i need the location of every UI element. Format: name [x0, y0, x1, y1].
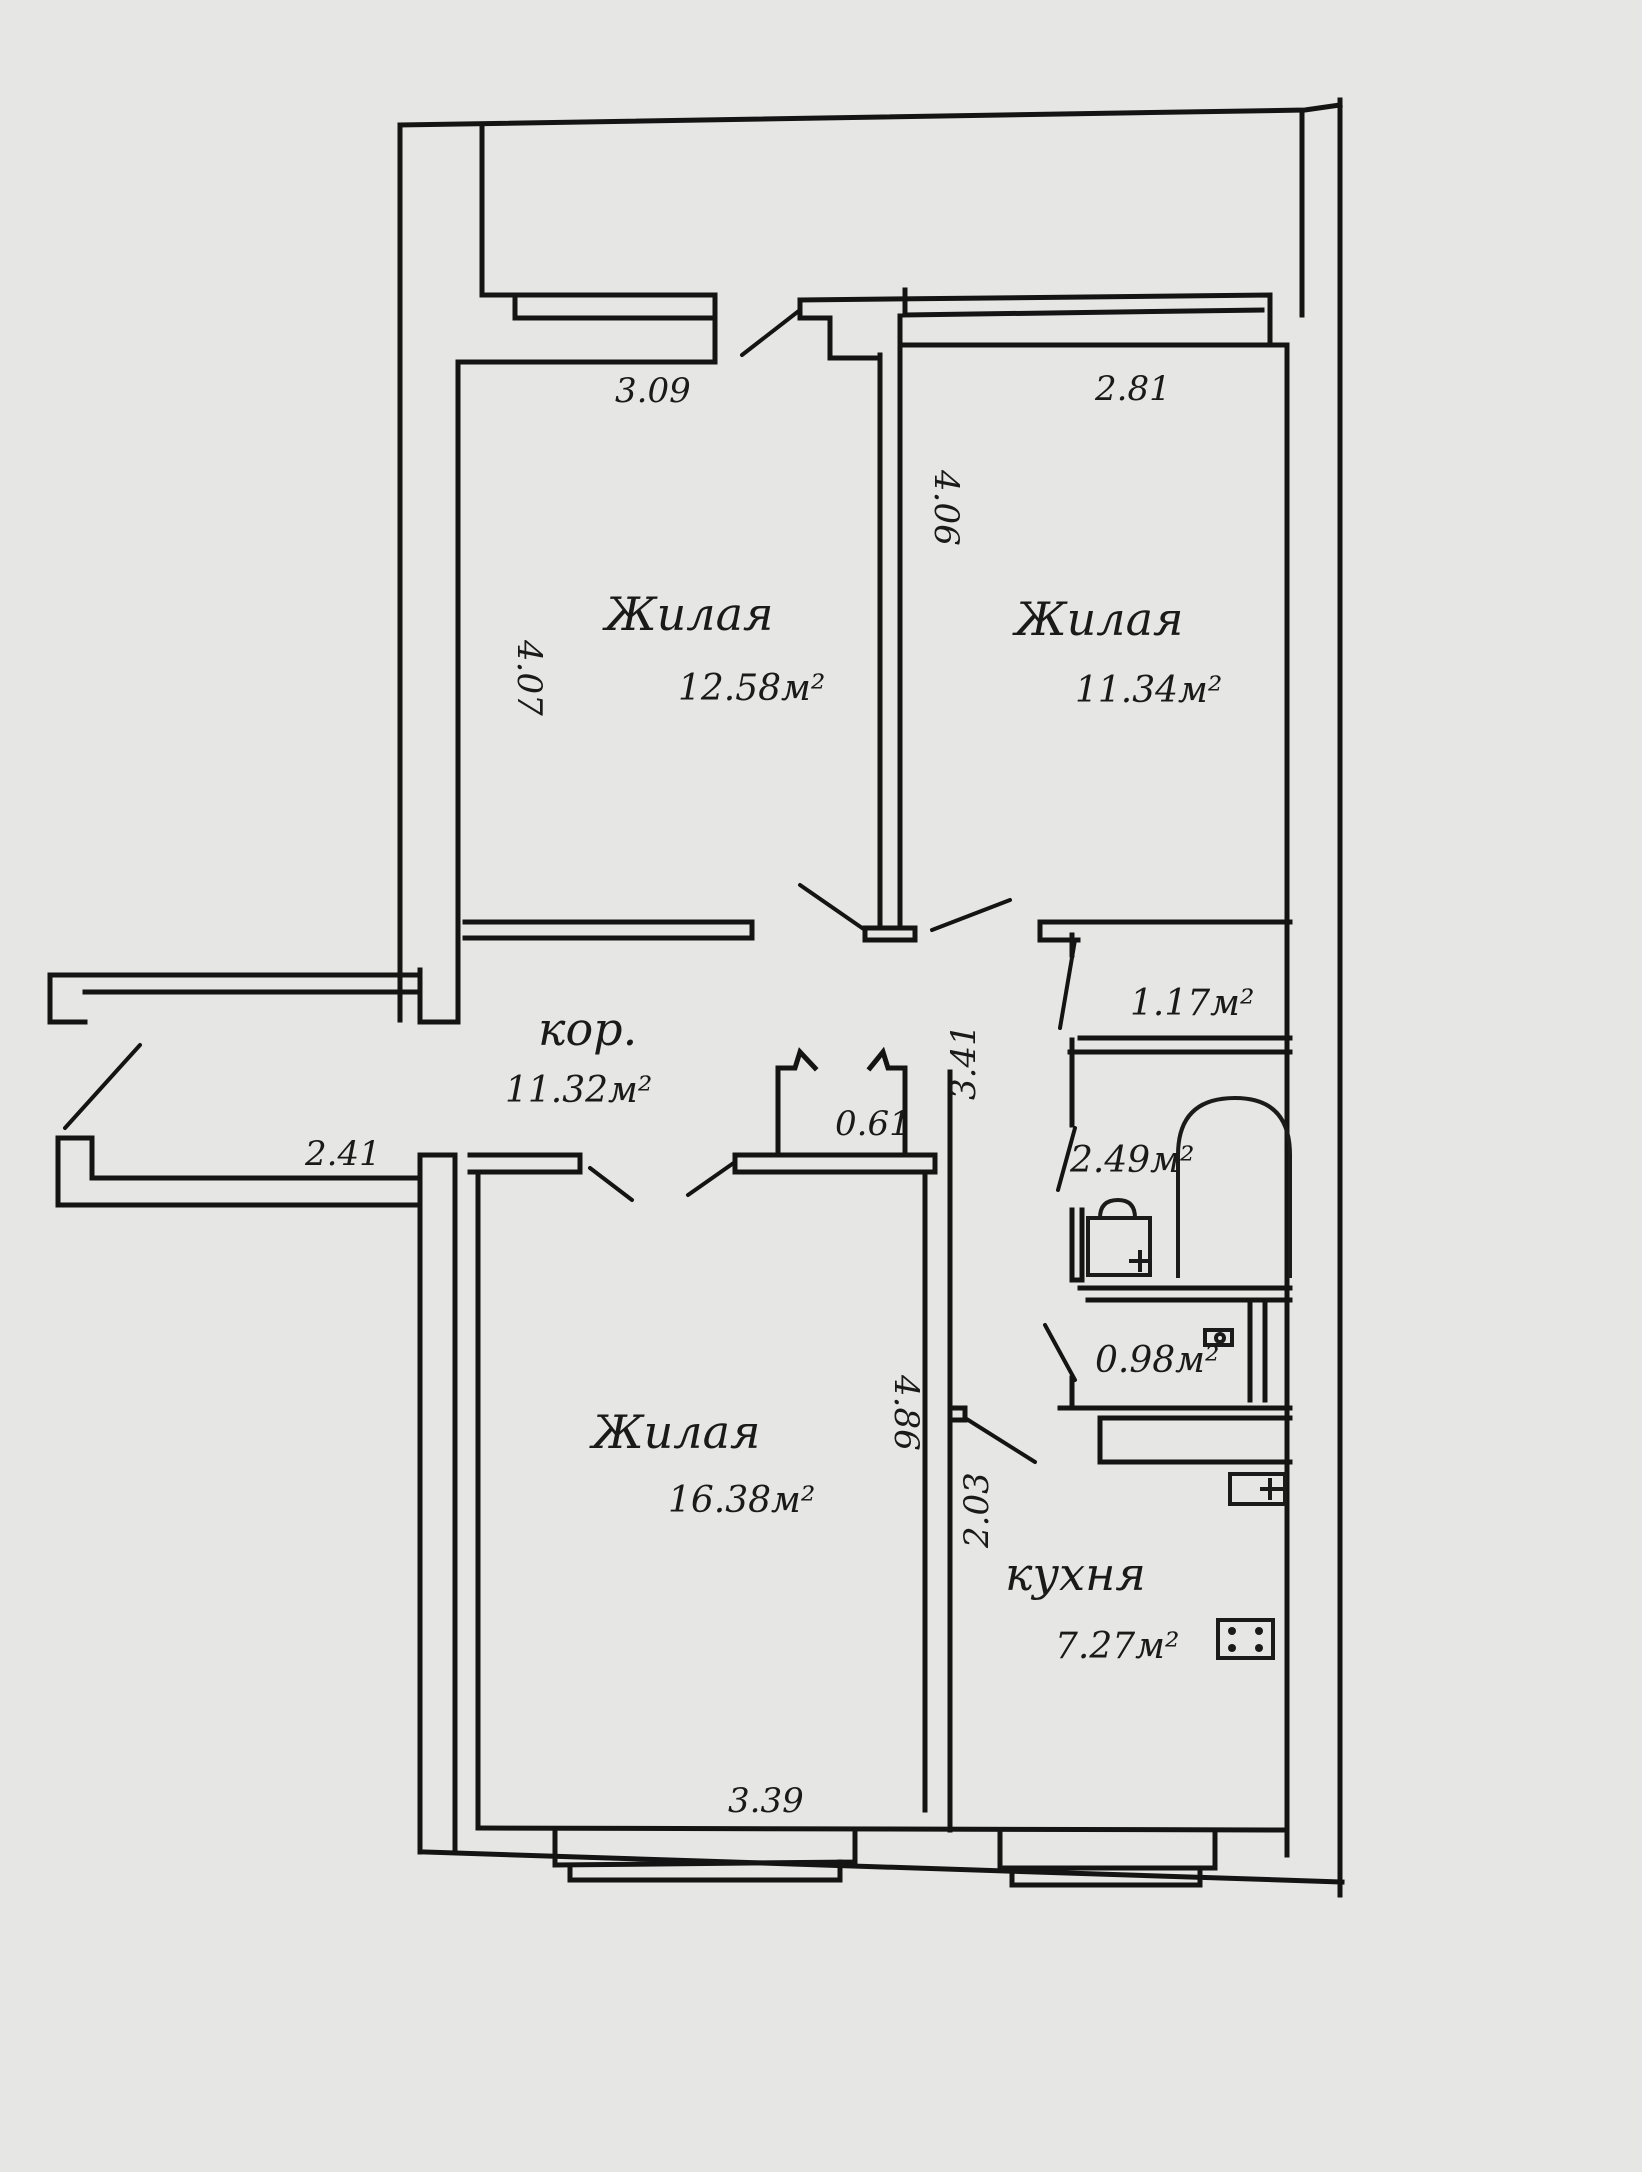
bathtub-icon [1176, 1095, 1292, 1278]
stove-icon [1216, 1618, 1275, 1660]
dimension-kitchen-side: 2.03 [957, 1472, 997, 1549]
room-name-living-top-right: Жилая [1012, 592, 1183, 646]
room-area-living-bottom: 16.38м² [668, 1480, 815, 1521]
room-name-living-top-left: Жилая [602, 587, 773, 641]
dimension-niche-width: 0.61 [835, 1104, 911, 1144]
washbasin-icon [1086, 1197, 1152, 1277]
room-area-corridor: 11.32м² [505, 1070, 652, 1111]
dimension-bottom-width: 3.39 [728, 1781, 804, 1821]
walls [47, 97, 1345, 1898]
room-area-toilet: 0.98м² [1095, 1340, 1219, 1381]
dimension-corridor-width: 2.41 [304, 1134, 381, 1174]
room-area-living-top-right: 11.34м² [1075, 670, 1222, 711]
toilet-icon [1203, 1328, 1234, 1347]
room-name-living-bottom: Жилая [589, 1405, 760, 1459]
door-swings [63, 308, 1077, 1464]
dimension-top-right-height: 4.06 [926, 469, 966, 546]
dimension-top-right-width: 2.81 [1094, 369, 1171, 409]
room-area-kitchen: 7.27м² [1055, 1626, 1179, 1667]
room-area-living-top-left: 12.58м² [678, 668, 825, 709]
sink-icon [1228, 1472, 1287, 1506]
room-name-corridor: кор. [538, 1002, 637, 1056]
dimension-top-left-height: 4.07 [509, 639, 549, 716]
dimension-corridor-side: 3.41 [944, 1024, 984, 1100]
dimension-bottom-height: 4.86 [886, 1374, 926, 1451]
room-name-kitchen: кухня [1005, 1547, 1146, 1601]
room-area-storage: 1.17м² [1130, 983, 1254, 1024]
room-area-bathroom: 2.49м² [1069, 1140, 1194, 1181]
dimension-top-left-width: 3.09 [615, 371, 691, 411]
